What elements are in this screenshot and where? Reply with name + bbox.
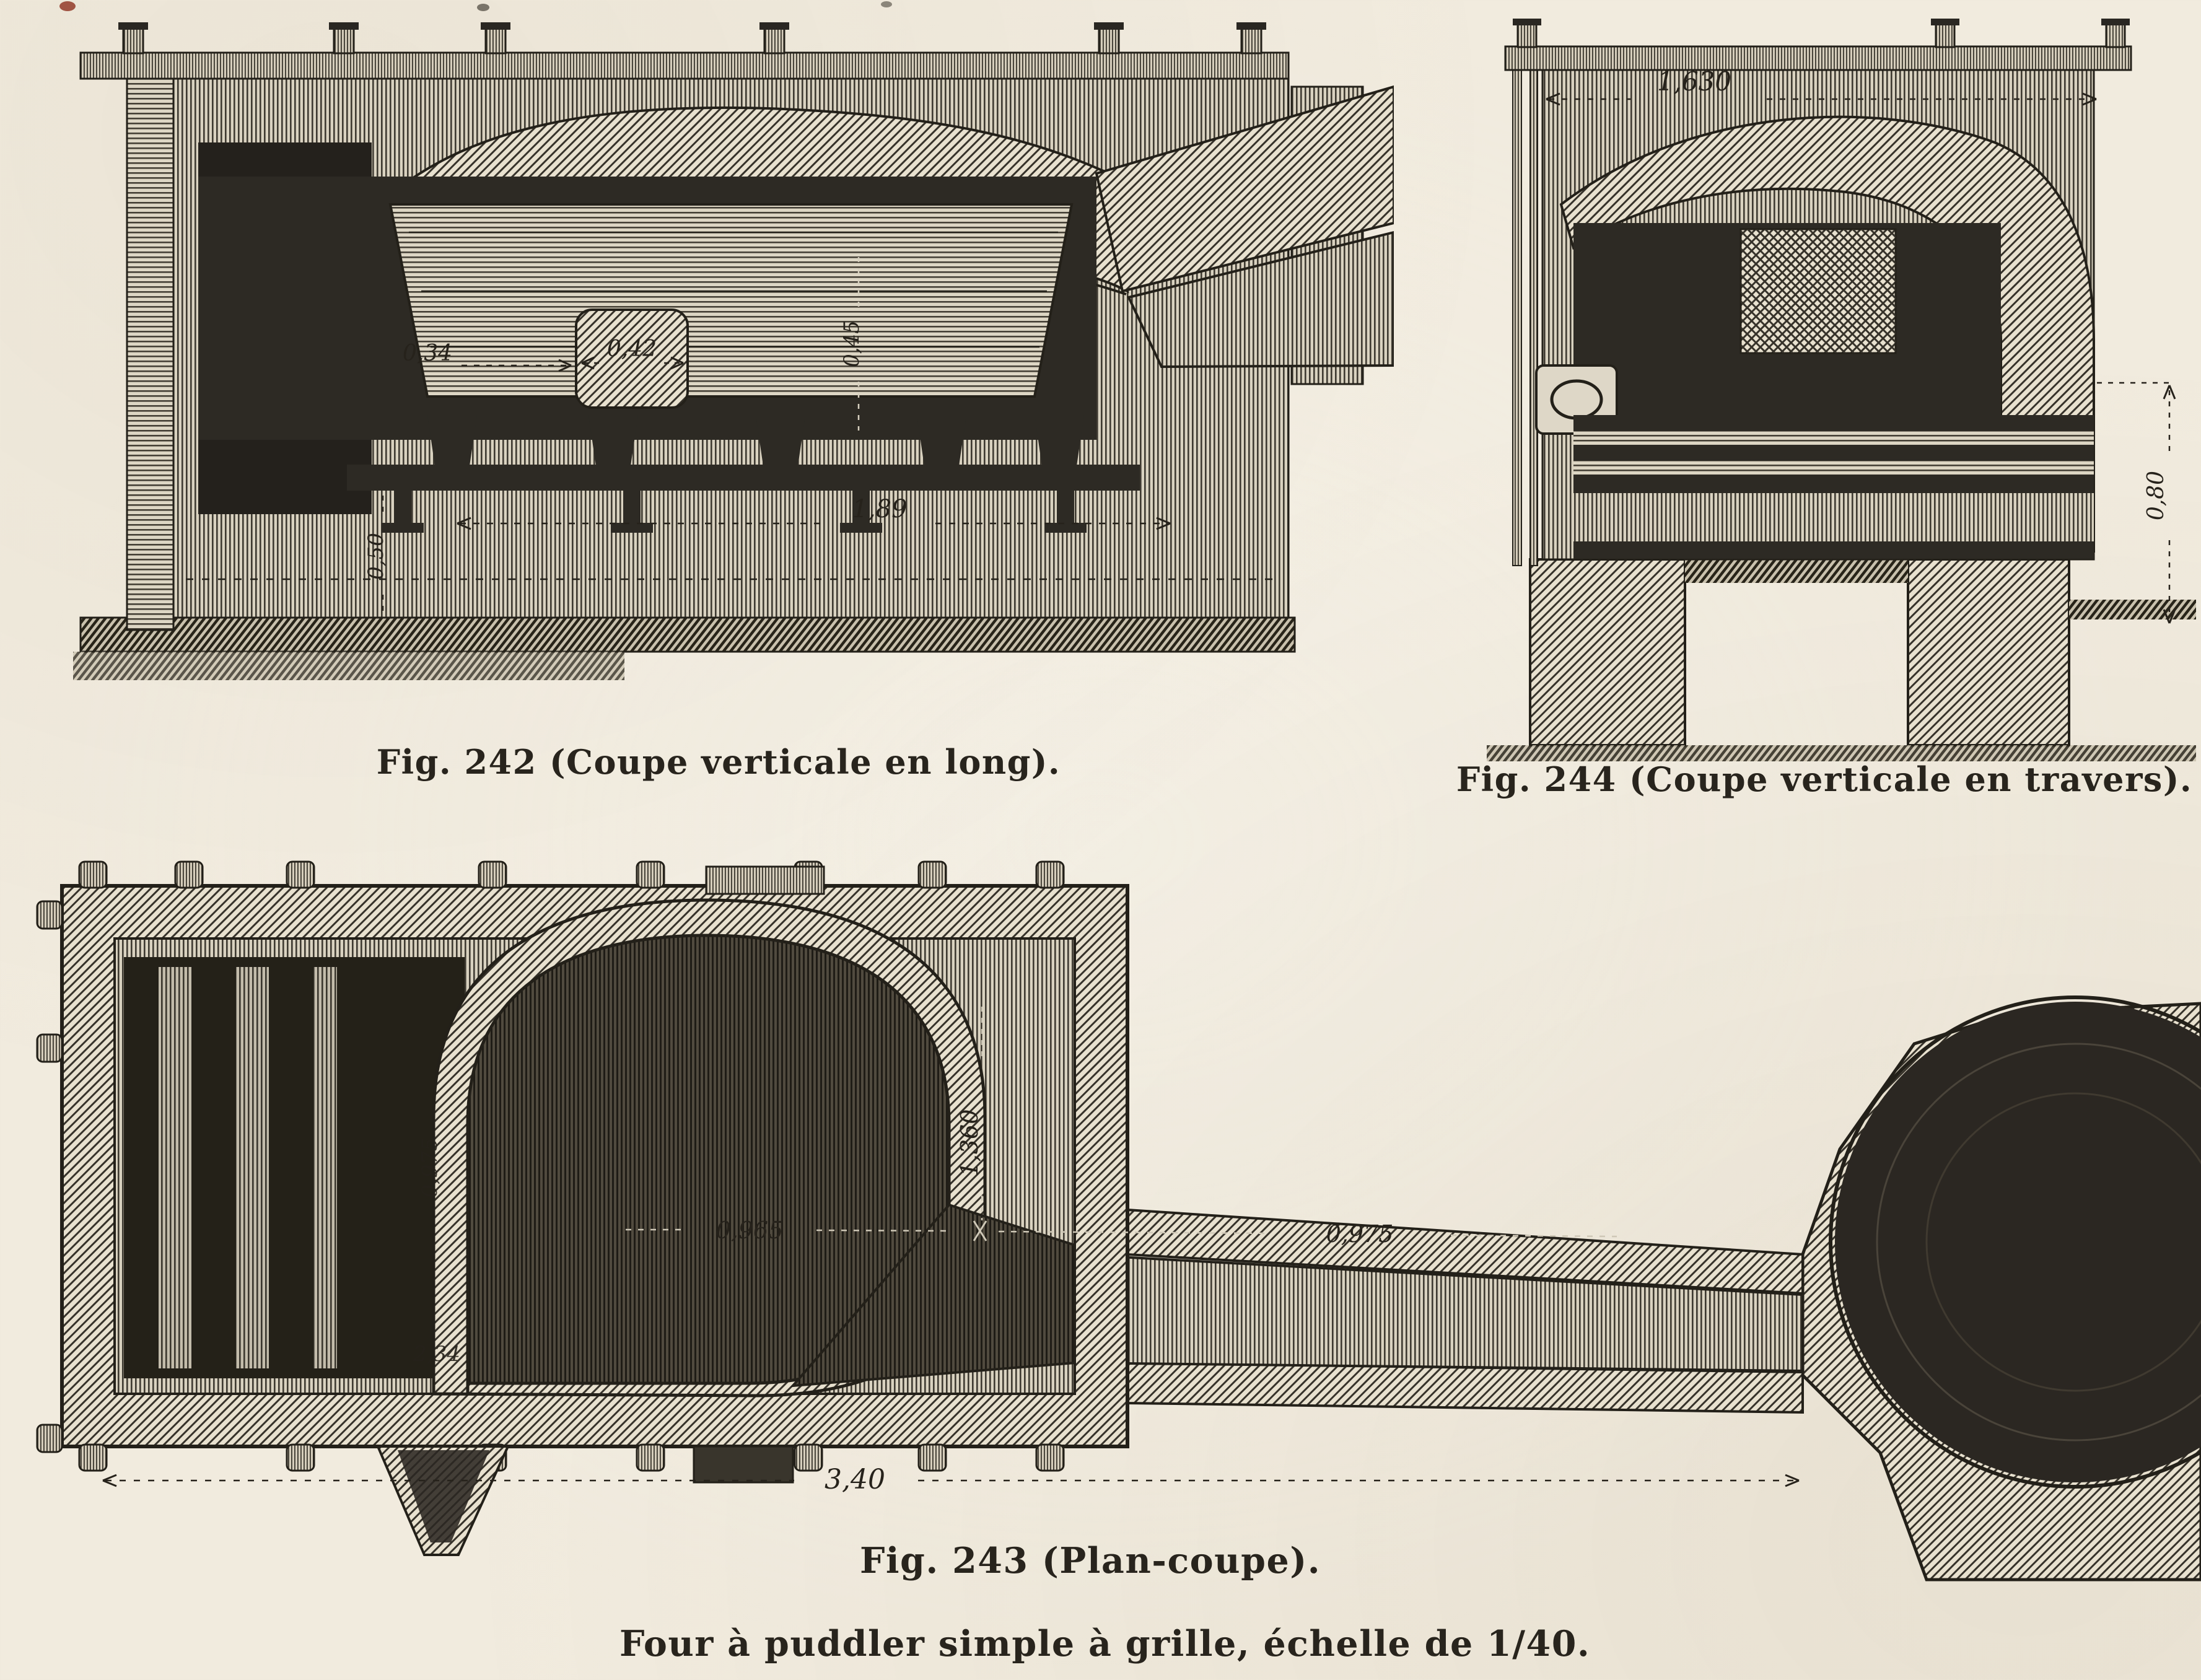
fig243-left-flues: [124, 957, 465, 1378]
fig243-flue-duct: [1074, 1208, 1804, 1414]
fig243-dimensions: 0,965 0,975 1,360 0,975 2,34 3,40: [102, 1007, 1800, 1495]
scan-speck: [477, 4, 489, 11]
fig243-drawing: 0,965 0,975 1,360 0,975 2,34 3,40: [36, 860, 2201, 1582]
fig243-ash-funnel: [375, 1445, 794, 1556]
fig243-right-chamber: [1801, 995, 2201, 1582]
dim-1-630: 1,630: [1657, 66, 1731, 97]
dim-0-965: 0,965: [716, 1217, 784, 1244]
dim-0-45: 0,45: [839, 320, 864, 367]
fig244-drawing: 1,630 0,80: [1487, 19, 2196, 761]
fig243-hearth: [432, 898, 1076, 1398]
fig242-grate-supports: [347, 415, 1140, 533]
fig243-caption: Fig. 243 (Plan-coupe).: [859, 1540, 1321, 1582]
dim-0-975: 0,975: [1326, 1220, 1394, 1248]
scan-speck: [59, 1, 76, 11]
fig244-dimensions: 1,630 0,80: [1546, 66, 2176, 624]
scan-speck: [881, 1, 892, 7]
dim-0-80: 0,80: [2143, 471, 2169, 520]
fig244-fire-chamber: [1573, 223, 2001, 415]
fig242-foundation: [73, 616, 1296, 680]
dim-0-42: 0,42: [607, 336, 657, 362]
plate-subtitle: Four à puddler simple à grille, échelle …: [619, 1623, 1591, 1665]
dim-1-360: 1,360: [956, 1109, 983, 1177]
dim-3-40: 3,40: [825, 1464, 885, 1495]
fig244-top-rail: [1504, 19, 2132, 71]
fig244-caption: Fig. 244 (Coupe verticale en travers).: [1456, 759, 2193, 799]
fig242-drawing: 0,34 0,42 0,45 0,50 1,89: [73, 22, 1394, 680]
dim-1-89: 1,89: [852, 495, 907, 523]
dim-wall-0-975: 0,975: [418, 1137, 442, 1197]
fig242-fire-chamber: [198, 142, 1096, 514]
fig244-grate: [1573, 415, 2094, 559]
fig242-dimensions: 0,34 0,42 0,45 0,50 1,89: [364, 257, 1171, 612]
fig242-top-rail: [79, 22, 1290, 80]
dim-0-50: 0,50: [364, 533, 388, 580]
dim-2-34: 2,34: [413, 1342, 460, 1367]
fig244-piers: [1487, 558, 2196, 761]
dim-0-34: 0,34: [403, 341, 452, 366]
fig242-flue-duct: [1095, 85, 1394, 369]
fig242-caption: Fig. 242 (Coupe verticale en long).: [376, 742, 1061, 782]
